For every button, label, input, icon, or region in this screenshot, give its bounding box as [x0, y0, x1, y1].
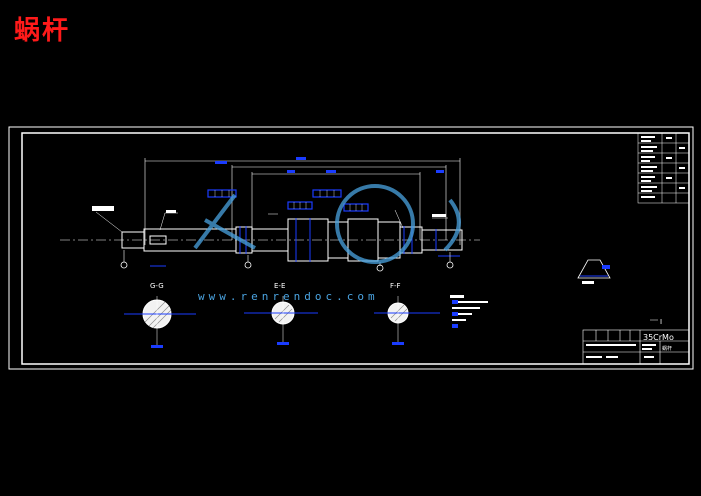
detail-view: I [577, 259, 662, 326]
watermark-logo [193, 184, 461, 264]
section-label-gg: G-G [150, 282, 164, 290]
title-block-text [586, 344, 656, 358]
material-text: 35CrMo [643, 333, 674, 342]
outer-frame [8, 126, 694, 370]
section-label-ee: E-E [274, 282, 285, 290]
dimension-markers [215, 157, 444, 173]
section-label-ff: F-F [390, 282, 401, 290]
parameter-table-text [641, 136, 685, 198]
title-block-name: 蜗杆 [662, 345, 672, 352]
section-view-ff [374, 296, 440, 345]
watermark-text: www.renrendoc.com [198, 290, 379, 303]
title-block [582, 329, 690, 365]
detail-label: I [660, 318, 662, 326]
overall-dimensions [144, 158, 461, 245]
shaft-profile [121, 218, 463, 262]
parameter-table [637, 132, 690, 204]
box-dividers [214, 190, 363, 211]
technical-notes [450, 295, 488, 328]
inner-frame [21, 132, 690, 365]
section-view-gg [124, 296, 196, 348]
section-symbols [120, 261, 454, 272]
note-blocks [92, 206, 446, 217]
section-view-ee [244, 296, 318, 345]
page-title: 蜗杆 [14, 16, 71, 46]
